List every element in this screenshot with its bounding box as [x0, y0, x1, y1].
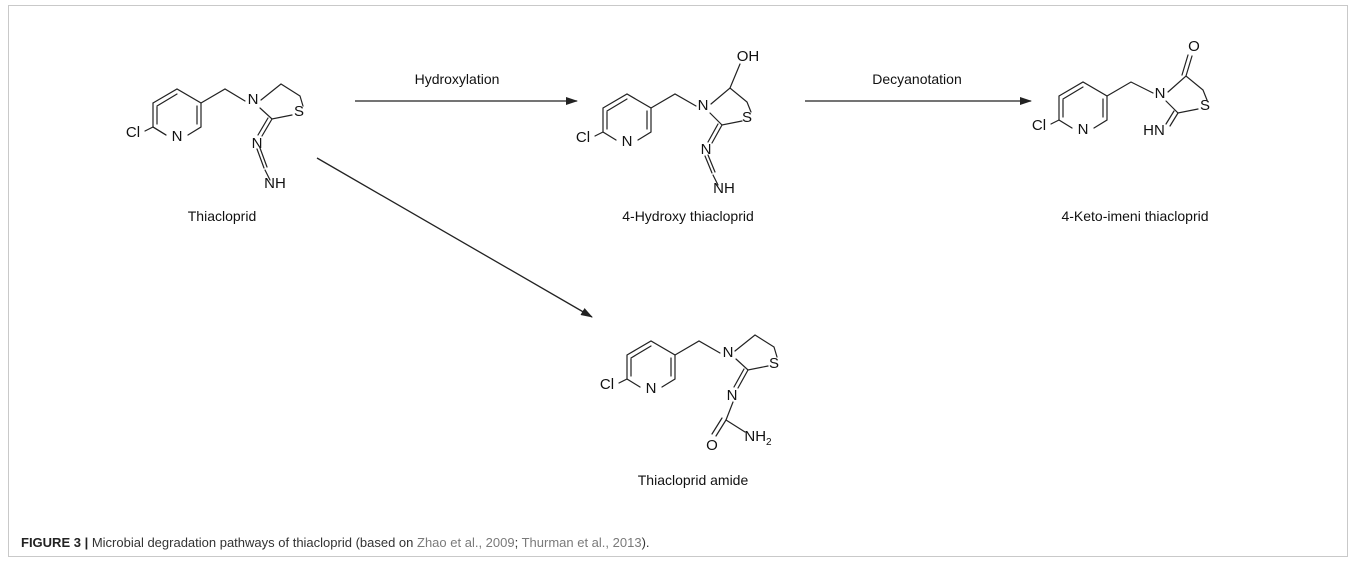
chlorine-atom: Cl — [576, 129, 590, 146]
caption-end: ). — [641, 535, 650, 550]
caption-separator: ; — [514, 535, 522, 550]
amide-arrow — [316, 157, 593, 318]
hn-group: HN — [1143, 122, 1165, 139]
decyanotation-label: Decyanotation — [872, 71, 962, 87]
sulfur-atom: S — [742, 109, 752, 126]
imine-nitrogen: N — [727, 387, 738, 404]
pyridine-nitrogen: N — [172, 128, 183, 145]
nh-group: NH — [264, 175, 286, 192]
keto-thiacloprid-structure — [1050, 54, 1208, 129]
chlorine-atom: Cl — [1032, 117, 1046, 134]
nh-group: NH — [713, 180, 735, 197]
ring-nitrogen: N — [723, 344, 734, 361]
nh2-text: NH — [744, 428, 766, 445]
citation-link[interactable]: Thurman et al., 2013 — [521, 535, 642, 550]
ring-nitrogen: N — [698, 97, 709, 114]
hydroxylation-label: Hydroxylation — [415, 71, 500, 87]
figure-number: FIGURE 3 | — [21, 535, 89, 550]
keto-oxygen: O — [1188, 38, 1200, 55]
keto-label: 4-Keto-imeni thiacloprid — [1061, 208, 1208, 224]
caption-text: Microbial degradation pathways of thiacl… — [88, 535, 418, 550]
hydroxy-thiacloprid-structure — [594, 63, 752, 186]
figure-frame — [8, 5, 1348, 557]
sulfur-atom: S — [1200, 97, 1210, 114]
carbonyl-oxygen: O — [706, 437, 718, 454]
chlorine-atom: Cl — [126, 124, 140, 141]
pyridine-nitrogen: N — [622, 133, 633, 150]
nh2-group: NH2 — [744, 428, 772, 448]
figure-caption: FIGURE 3 | Microbial degradation pathway… — [21, 535, 1341, 550]
amide-structure — [618, 334, 778, 437]
chlorine-atom: Cl — [600, 376, 614, 393]
nh2-subscript: 2 — [766, 437, 772, 448]
sulfur-atom: S — [294, 103, 304, 120]
ring-nitrogen: N — [1155, 85, 1166, 102]
ring-nitrogen: N — [248, 91, 259, 108]
pyridine-nitrogen: N — [1078, 121, 1089, 138]
sulfur-atom: S — [769, 355, 779, 372]
hydroxy-label: 4-Hydroxy thiacloprid — [622, 208, 754, 224]
imine-nitrogen: N — [701, 141, 712, 158]
thiacloprid-label: Thiacloprid — [188, 208, 256, 224]
imine-nitrogen: N — [252, 135, 263, 152]
thiacloprid-structure — [144, 83, 304, 181]
citation-link[interactable]: Zhao et al., 2009 — [417, 535, 515, 550]
amide-label: Thiacloprid amide — [638, 472, 749, 488]
pyridine-nitrogen: N — [646, 380, 657, 397]
hydroxyl-group: OH — [737, 48, 760, 65]
